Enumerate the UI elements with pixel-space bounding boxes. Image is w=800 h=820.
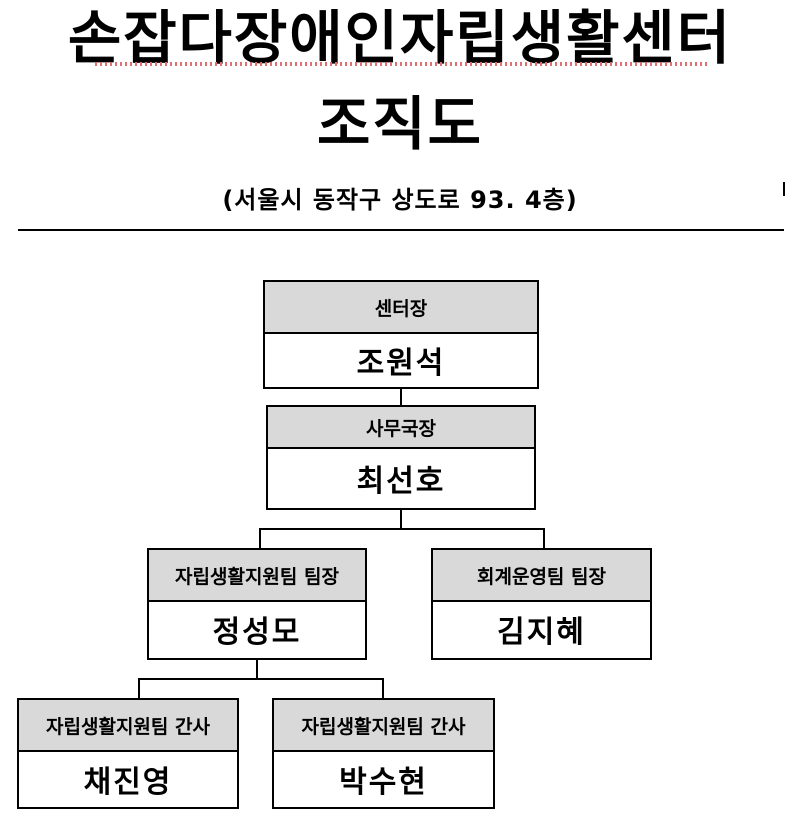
org-node-staff-2: 자립생활지원팀 간사 박수현 xyxy=(272,698,495,809)
node-person-name: 김지혜 xyxy=(497,615,586,650)
node-person-name: 정성모 xyxy=(212,615,302,650)
connector-line xyxy=(256,658,258,680)
node-role-label: 회계운영팀 팀장 xyxy=(433,550,650,602)
org-node-secretary-general: 사무국장 최선호 xyxy=(266,405,536,510)
node-role-label: 자립생활지원팀 간사 xyxy=(274,700,493,752)
org-node-director: 센터장 조원석 xyxy=(263,280,539,389)
connector-line xyxy=(543,528,545,550)
connector-line xyxy=(138,678,384,680)
connector-line xyxy=(138,678,140,700)
node-role-label: 자립생활지원팀 팀장 xyxy=(149,550,365,602)
connector-line xyxy=(400,387,402,407)
node-role-label: 센터장 xyxy=(265,282,537,334)
org-node-team-lead-accounting: 회계운영팀 팀장 김지혜 xyxy=(431,548,652,660)
node-person-name: 박수현 xyxy=(339,764,428,800)
node-person-name: 채진영 xyxy=(83,764,173,800)
node-person-name: 최선호 xyxy=(356,463,446,499)
page-subtitle: 조직도 xyxy=(316,90,484,158)
text-cursor xyxy=(783,182,785,196)
header-divider xyxy=(18,229,784,231)
connector-line xyxy=(400,508,402,529)
page-title: 손잡다장애인자립생활센터 xyxy=(67,4,733,72)
spellcheck-underline xyxy=(95,62,707,66)
node-person-name: 조원석 xyxy=(356,345,446,381)
connector-line xyxy=(259,528,261,550)
connector-line xyxy=(382,678,384,700)
node-role-label: 사무국장 xyxy=(268,407,534,449)
address-text: (서울시 동작구 상도로 93. 4층) xyxy=(222,186,578,214)
connector-line xyxy=(259,528,545,530)
org-node-team-lead-independent-living: 자립생활지원팀 팀장 정성모 xyxy=(147,548,367,660)
org-node-staff-1: 자립생활지원팀 간사 채진영 xyxy=(17,698,239,809)
node-role-label: 자립생활지원팀 간사 xyxy=(19,700,237,752)
